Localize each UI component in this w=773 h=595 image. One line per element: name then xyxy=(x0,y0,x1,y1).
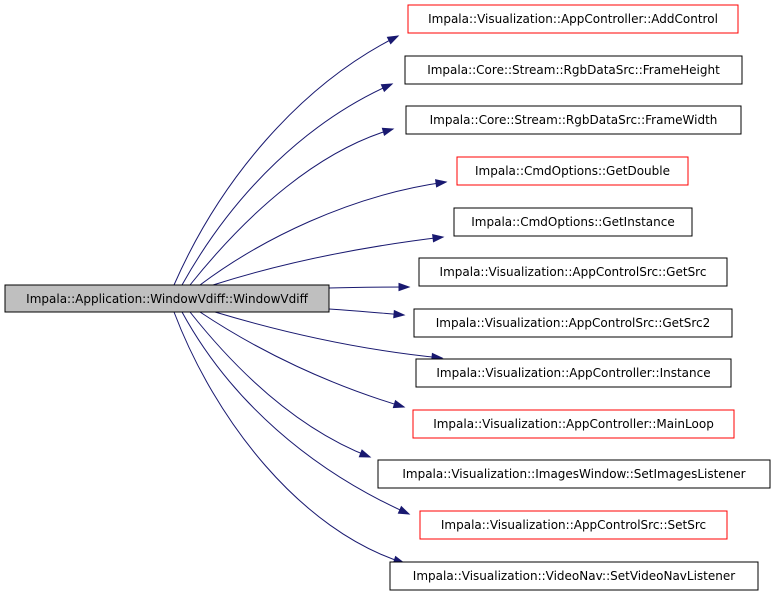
root-node[interactable]: Impala::Application::WindowVdiff::Window… xyxy=(4,284,330,313)
call-edge xyxy=(328,308,405,316)
arrowhead-icon xyxy=(386,35,400,45)
call-edge xyxy=(328,286,410,289)
callee-nodes: Impala::Visualization::AppController::Ad… xyxy=(377,4,771,591)
call-edge xyxy=(173,35,399,286)
arrowhead-icon xyxy=(358,449,372,458)
arrowhead-icon xyxy=(381,127,395,137)
callee-node-label: Impala::Visualization::AppController::Ma… xyxy=(433,417,714,431)
callee-node[interactable]: Impala::Visualization::AppController::Ad… xyxy=(407,4,739,34)
call-edge xyxy=(181,83,393,286)
call-edge xyxy=(189,311,371,458)
root-node-label: Impala::Application::WindowVdiff::Window… xyxy=(26,292,308,306)
callee-node-label: Impala::Core::Stream::RgbDataSrc::FrameW… xyxy=(430,113,718,127)
callee-node-label: Impala::Visualization::AppControlSrc::Se… xyxy=(441,518,706,532)
callee-node[interactable]: Impala::Visualization::AppController::Ma… xyxy=(412,409,735,439)
callee-node[interactable]: Impala::Visualization::VideoNav::SetVide… xyxy=(389,561,759,591)
arrowhead-icon xyxy=(393,309,406,319)
callee-node-label: Impala::CmdOptions::GetDouble xyxy=(475,164,670,178)
callee-node[interactable]: Impala::Visualization::AppControlSrc::Se… xyxy=(419,510,728,540)
arrowhead-icon xyxy=(432,233,445,243)
callee-node-label: Impala::CmdOptions::GetInstance xyxy=(471,215,674,229)
callee-node-label: Impala::Visualization::AppController::Ad… xyxy=(428,12,718,26)
arrowhead-icon xyxy=(397,505,411,515)
call-edge xyxy=(173,311,405,564)
callee-node-label: Impala::Visualization::VideoNav::SetVide… xyxy=(413,569,735,583)
callee-node-label: Impala::Visualization::AppControlSrc::Ge… xyxy=(436,316,711,330)
arrowhead-icon xyxy=(435,179,448,188)
callee-node[interactable]: Impala::Visualization::AppControlSrc::Ge… xyxy=(418,257,728,287)
callee-node[interactable]: Impala::Core::Stream::RgbDataSrc::FrameH… xyxy=(404,55,743,85)
callee-node-label: Impala::Visualization::AppController::In… xyxy=(436,366,710,380)
callee-node[interactable]: Impala::CmdOptions::GetInstance xyxy=(453,207,693,237)
callee-node[interactable]: Impala::Visualization::AppControlSrc::Ge… xyxy=(413,308,733,338)
call-edge xyxy=(199,311,405,408)
call-edge xyxy=(181,311,410,515)
callee-node-label: Impala::Visualization::AppControlSrc::Ge… xyxy=(440,265,707,279)
arrowhead-icon xyxy=(380,83,394,93)
arrowhead-icon xyxy=(392,399,406,409)
callee-node[interactable]: Impala::Core::Stream::RgbDataSrc::FrameW… xyxy=(405,105,742,135)
arrowhead-icon xyxy=(398,282,411,292)
call-edge xyxy=(199,181,447,286)
call-edge xyxy=(212,236,444,286)
call-edge xyxy=(214,311,443,359)
callee-node[interactable]: Impala::Visualization::AppController::In… xyxy=(415,358,732,388)
callee-node[interactable]: Impala::Visualization::ImagesWindow::Set… xyxy=(377,459,771,489)
callee-node-label: Impala::Visualization::ImagesWindow::Set… xyxy=(402,467,745,481)
callee-node-label: Impala::Core::Stream::RgbDataSrc::FrameH… xyxy=(427,63,720,77)
call-edge xyxy=(189,128,394,286)
callee-node[interactable]: Impala::CmdOptions::GetDouble xyxy=(456,156,689,186)
